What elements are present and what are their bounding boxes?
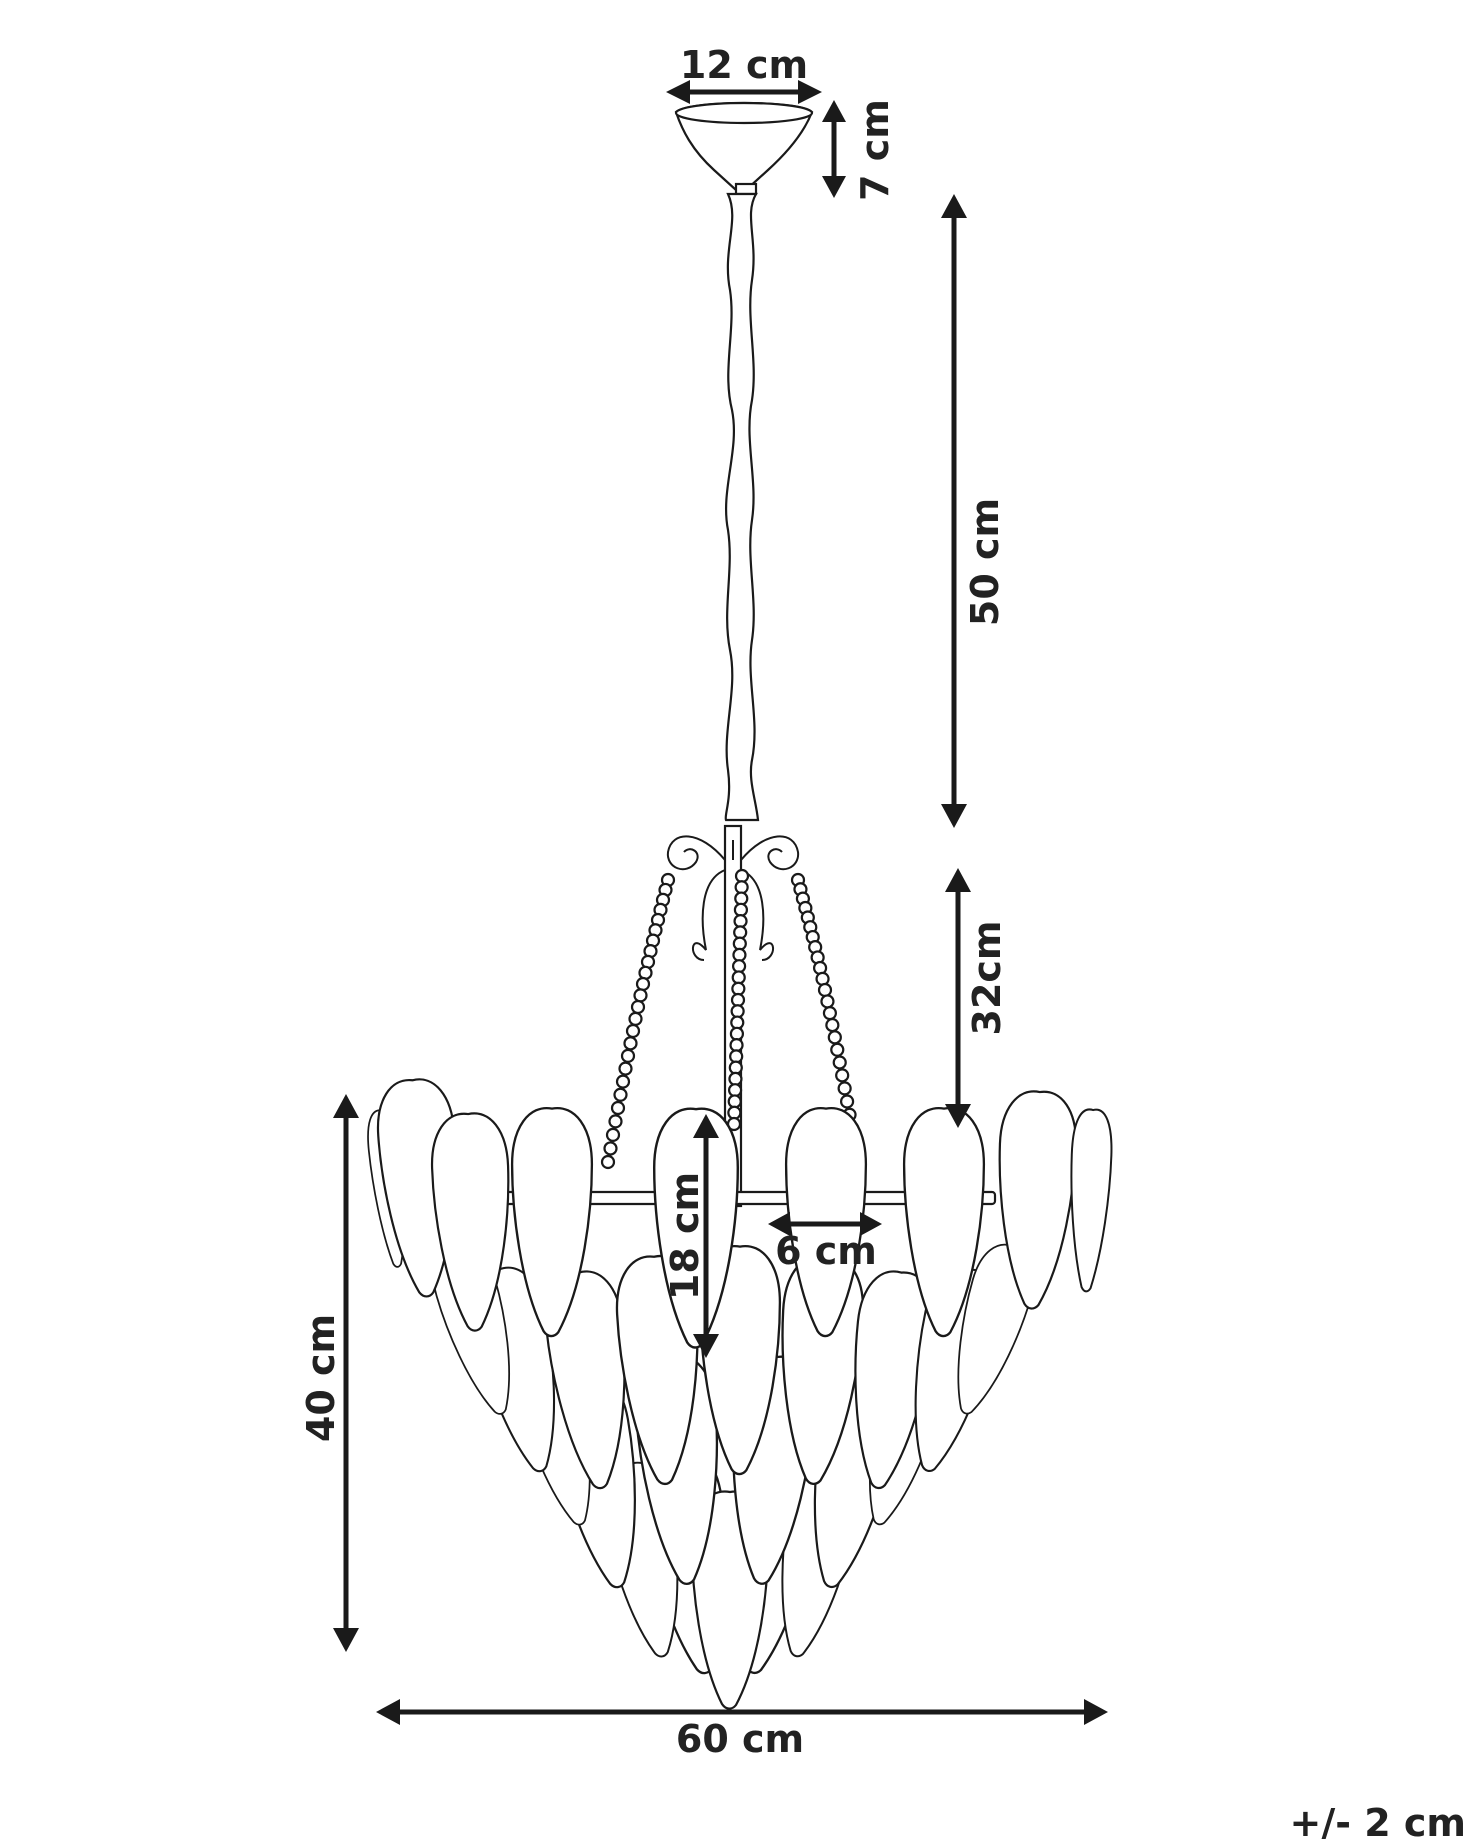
right-chain-bead [817, 982, 833, 998]
left-chain-bead [603, 1141, 618, 1156]
right-chain-bead [837, 1081, 852, 1096]
right-chain-bead [835, 1068, 850, 1083]
canopy-width-label: 12 cm [680, 43, 808, 87]
right-chain-bead [839, 1094, 855, 1109]
ceiling-canopy [674, 101, 814, 196]
left-chain-bead [638, 965, 653, 980]
right-chain-bead [827, 1030, 842, 1045]
left-chain-bead [628, 1011, 643, 1026]
left-chain-bead [618, 1061, 633, 1076]
left-chain-bead [615, 1074, 631, 1089]
right-chain-bead [822, 1006, 838, 1021]
overall-width-label: 60 cm [676, 1717, 804, 1761]
glass-leaves [363, 1076, 1114, 1710]
left-chain-bead [610, 1100, 626, 1116]
right-chain-bead [820, 994, 835, 1009]
right-chain-bead [830, 1042, 845, 1057]
left-chain-bead [620, 1048, 636, 1063]
leaf-top-8 [1066, 1107, 1114, 1294]
leaf-width-label: 6 cm [775, 1229, 877, 1273]
frame-height-label: 32cm [965, 920, 1009, 1035]
right-chain-bead [825, 1017, 840, 1033]
right-chain-bead [832, 1055, 847, 1070]
tolerance-label: +/- 2 cm [1289, 1801, 1466, 1839]
right-chain-bead [815, 971, 830, 986]
left-chain-bead [623, 1036, 638, 1051]
left-chain-bead [608, 1114, 623, 1129]
left-chain-bead [605, 1127, 621, 1142]
canopy-height-label: 7 cm [853, 99, 897, 201]
left-chain-bead [613, 1087, 628, 1102]
body-height-label: 40 cm [299, 1314, 343, 1442]
left-chain-bead [630, 999, 646, 1015]
bead-chains [600, 868, 860, 1170]
chain-length-label: 50 cm [963, 498, 1007, 626]
suspension-chain [724, 192, 760, 822]
left-chain-bead [633, 988, 648, 1003]
left-chain-bead [625, 1023, 641, 1039]
left-chain-bead [600, 1154, 616, 1170]
left-chain-bead [635, 976, 651, 992]
leaf-height-label: 18 cm [663, 1172, 707, 1300]
dimension-arrows [333, 80, 1108, 1725]
